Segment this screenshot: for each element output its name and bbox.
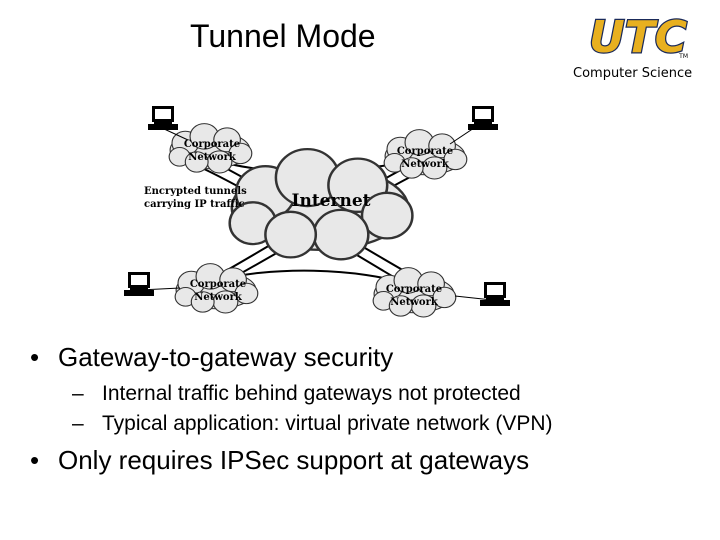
network-label-tl-2: Network [188, 152, 237, 163]
computer-icon [148, 106, 178, 130]
network-label-bl-2: Network [194, 292, 243, 303]
logo-text: UTC [589, 12, 687, 63]
network-label-br-2: Network [390, 297, 439, 308]
utc-logo: UTC TM [588, 11, 689, 64]
bullet-gateway-security: Gateway-to-gateway security [30, 342, 553, 373]
sub-bullet-internal-traffic: Internal traffic behind gateways not pro… [72, 379, 553, 409]
department-label: Computer Science [573, 66, 693, 81]
network-label-bl-1: Corporate [190, 279, 246, 290]
tunnel-label-1: Encrypted tunnels [144, 186, 247, 197]
sub-bullet-vpn: Typical application: virtual private net… [72, 409, 553, 439]
computer-icon [480, 282, 510, 306]
bullet-ipsec-gateways: Only requires IPSec support at gateways [30, 445, 553, 476]
sub-bullet-list: Internal traffic behind gateways not pro… [30, 379, 553, 439]
logo-tm: TM [678, 53, 688, 60]
network-label-tr-2: Network [401, 159, 450, 170]
network-label-tr-1: Corporate [397, 146, 453, 157]
internet-label: Internet [292, 191, 371, 211]
network-label-tl-1: Corporate [184, 139, 240, 150]
computer-icon [124, 272, 154, 296]
bullet-list: Gateway-to-gateway security Internal tra… [30, 342, 553, 476]
computer-icon [468, 106, 498, 130]
tunnel-label-2: carrying IP traffic [144, 199, 245, 210]
network-label-br-1: Corporate [386, 284, 442, 295]
tunnel-mode-diagram: Internet Corporate Network Corporate Net… [124, 106, 510, 318]
host-links [139, 123, 493, 301]
slide-title: Tunnel Mode [190, 18, 376, 54]
